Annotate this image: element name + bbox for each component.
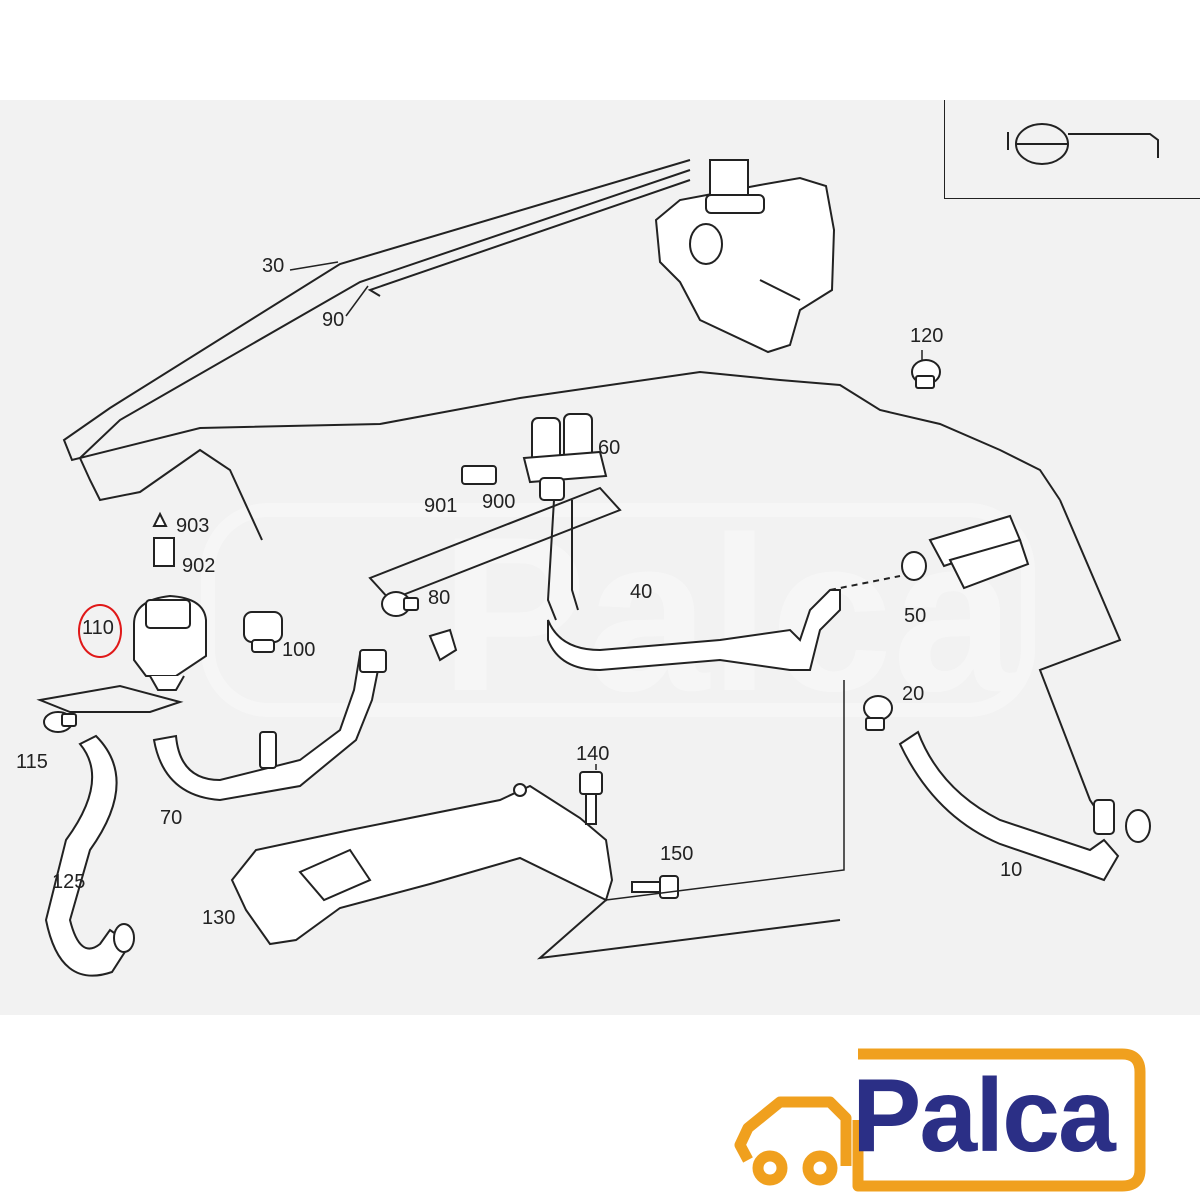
callout-60: 60 [598, 437, 621, 459]
bolt-150 [631, 875, 679, 899]
callout-125: 125 [52, 871, 86, 893]
highlight-circle-110 [78, 604, 122, 658]
heat-shield-130 [230, 783, 841, 960]
callout-40: 40 [630, 581, 653, 603]
watermark: Palca [201, 491, 1035, 737]
callout-50: 50 [904, 605, 927, 627]
callout-902: 902 [182, 555, 216, 577]
hose-125 [44, 734, 135, 977]
callout-140: 140 [576, 743, 610, 765]
callout-901: 901 [424, 495, 458, 517]
truck-logo-icon [734, 1048, 1146, 1192]
hose-40 [547, 589, 841, 672]
callout-30: 30 [262, 255, 285, 277]
palca-logo: Palca [730, 1048, 1160, 1188]
leader-lines [289, 261, 923, 901]
clamp-80 [381, 591, 419, 617]
callout-900: 900 [482, 491, 516, 513]
callout-100: 100 [282, 639, 316, 661]
aux-water-pump-110 [133, 511, 207, 691]
callout-150: 150 [660, 843, 694, 865]
callout-130: 130 [202, 907, 236, 929]
hose-lines-30-90 [62, 159, 1122, 831]
callout-903: 903 [176, 515, 210, 537]
callout-90: 90 [322, 309, 345, 331]
inset-cap-icon [1007, 123, 1159, 165]
valve-pipes [546, 499, 579, 621]
callout-10: 10 [1000, 859, 1023, 881]
clamp-100 [243, 611, 283, 653]
coolant-reservoir [654, 159, 836, 354]
callout-70: 70 [160, 807, 183, 829]
bolt-140 [579, 771, 603, 825]
callout-115: 115 [16, 751, 48, 773]
callout-80: 80 [428, 587, 451, 609]
clamp-20 [863, 695, 893, 731]
callout-120: 120 [910, 325, 944, 347]
pipes-50 [829, 514, 1030, 591]
valve-block-60 [368, 413, 622, 602]
logo-text: Palca [852, 1058, 1116, 1174]
clamp-120 [911, 359, 941, 389]
hose-70 [152, 628, 458, 802]
hose-10 [898, 730, 1151, 882]
watermark-text: Palca [440, 491, 1017, 737]
clamp-115 [36, 684, 184, 733]
callout-20: 20 [902, 683, 925, 705]
